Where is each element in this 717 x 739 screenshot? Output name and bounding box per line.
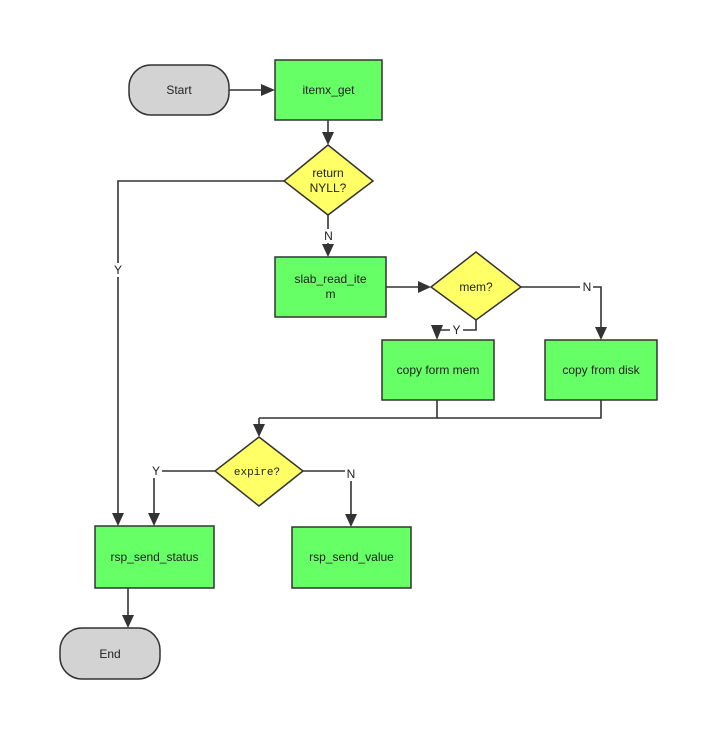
edge-label-expire-yes: Y <box>152 464 160 478</box>
arrowhead-icon <box>261 84 275 96</box>
itemx-get-shape <box>274 59 383 121</box>
expire-label: expire? <box>234 467 280 479</box>
end-node: End <box>59 627 161 680</box>
edge-label-mem-yes: Y <box>452 323 460 337</box>
connectors <box>117 89 602 617</box>
start-node: Start <box>128 64 230 116</box>
return-nyll-label-line1: return <box>312 166 343 180</box>
edge-label-expire-no: N <box>347 467 356 481</box>
copy-form-mem-node: copy form mem <box>381 339 495 401</box>
copy-from-disk-node: copy from disk <box>544 339 658 401</box>
edge-return-nyll-yes <box>117 180 284 515</box>
rsp-send-value-label: rsp_send_value <box>309 550 394 564</box>
expire-shape <box>213 436 305 507</box>
edge-labels: N Y Y N Y N <box>112 229 593 481</box>
arrowhead-icon <box>253 424 265 437</box>
end-shape <box>59 627 161 680</box>
mem-label: mem? <box>459 280 493 294</box>
arrowheads <box>112 84 607 628</box>
rsp-send-status-shape <box>94 525 215 589</box>
arrowhead-icon <box>345 514 357 527</box>
edge-mem-no <box>521 286 602 329</box>
slab-read-item-node: slab_read_ite m <box>274 256 387 318</box>
arrowhead-icon <box>418 281 431 293</box>
return-nyll-label-line2: NYLL? <box>310 181 347 195</box>
edge-label-nyll-no: N <box>324 229 333 243</box>
itemx-get-label: itemx_get <box>302 83 355 97</box>
copy-from-disk-shape <box>544 339 658 401</box>
arrowhead-icon <box>595 327 607 340</box>
end-label: End <box>99 647 120 661</box>
slab-read-item-label-line1: slab_read_ite <box>294 272 366 286</box>
edge-copy-mem-to-merge <box>259 400 438 419</box>
arrowhead-icon <box>431 325 443 340</box>
expire-decision: expire? <box>213 436 305 507</box>
edge-expire-yes <box>153 470 215 515</box>
rsp-send-status-label: rsp_send_status <box>110 550 198 564</box>
copy-form-mem-label: copy form mem <box>397 363 480 377</box>
edge-copy-disk-to-merge <box>437 400 602 419</box>
arrowhead-icon <box>322 132 334 145</box>
return-nyll-shape <box>282 144 375 216</box>
rsp-send-value-node: rsp_send_value <box>291 526 412 589</box>
arrowhead-icon <box>322 244 334 257</box>
mem-shape <box>429 251 523 321</box>
start-shape <box>128 64 230 116</box>
slab-read-item-label-line2: m <box>326 287 336 301</box>
edge-label-nyll-yes: Y <box>114 263 122 277</box>
itemx-get-node: itemx_get <box>274 59 383 121</box>
arrowhead-icon <box>112 513 124 526</box>
edge-label-mem-no: N <box>583 280 592 294</box>
rsp-send-value-shape <box>291 526 412 589</box>
return-nyll-decision: return NYLL? <box>282 144 375 216</box>
copy-form-mem-shape <box>381 339 495 401</box>
mem-decision: mem? <box>429 251 523 321</box>
start-label: Start <box>166 83 192 97</box>
rsp-send-status-node: rsp_send_status <box>94 525 215 589</box>
copy-from-disk-label: copy from disk <box>562 363 640 377</box>
arrowhead-icon <box>148 513 160 526</box>
edge-expire-no <box>303 470 352 516</box>
slab-read-item-shape <box>274 256 387 318</box>
arrowhead-icon <box>122 615 134 628</box>
